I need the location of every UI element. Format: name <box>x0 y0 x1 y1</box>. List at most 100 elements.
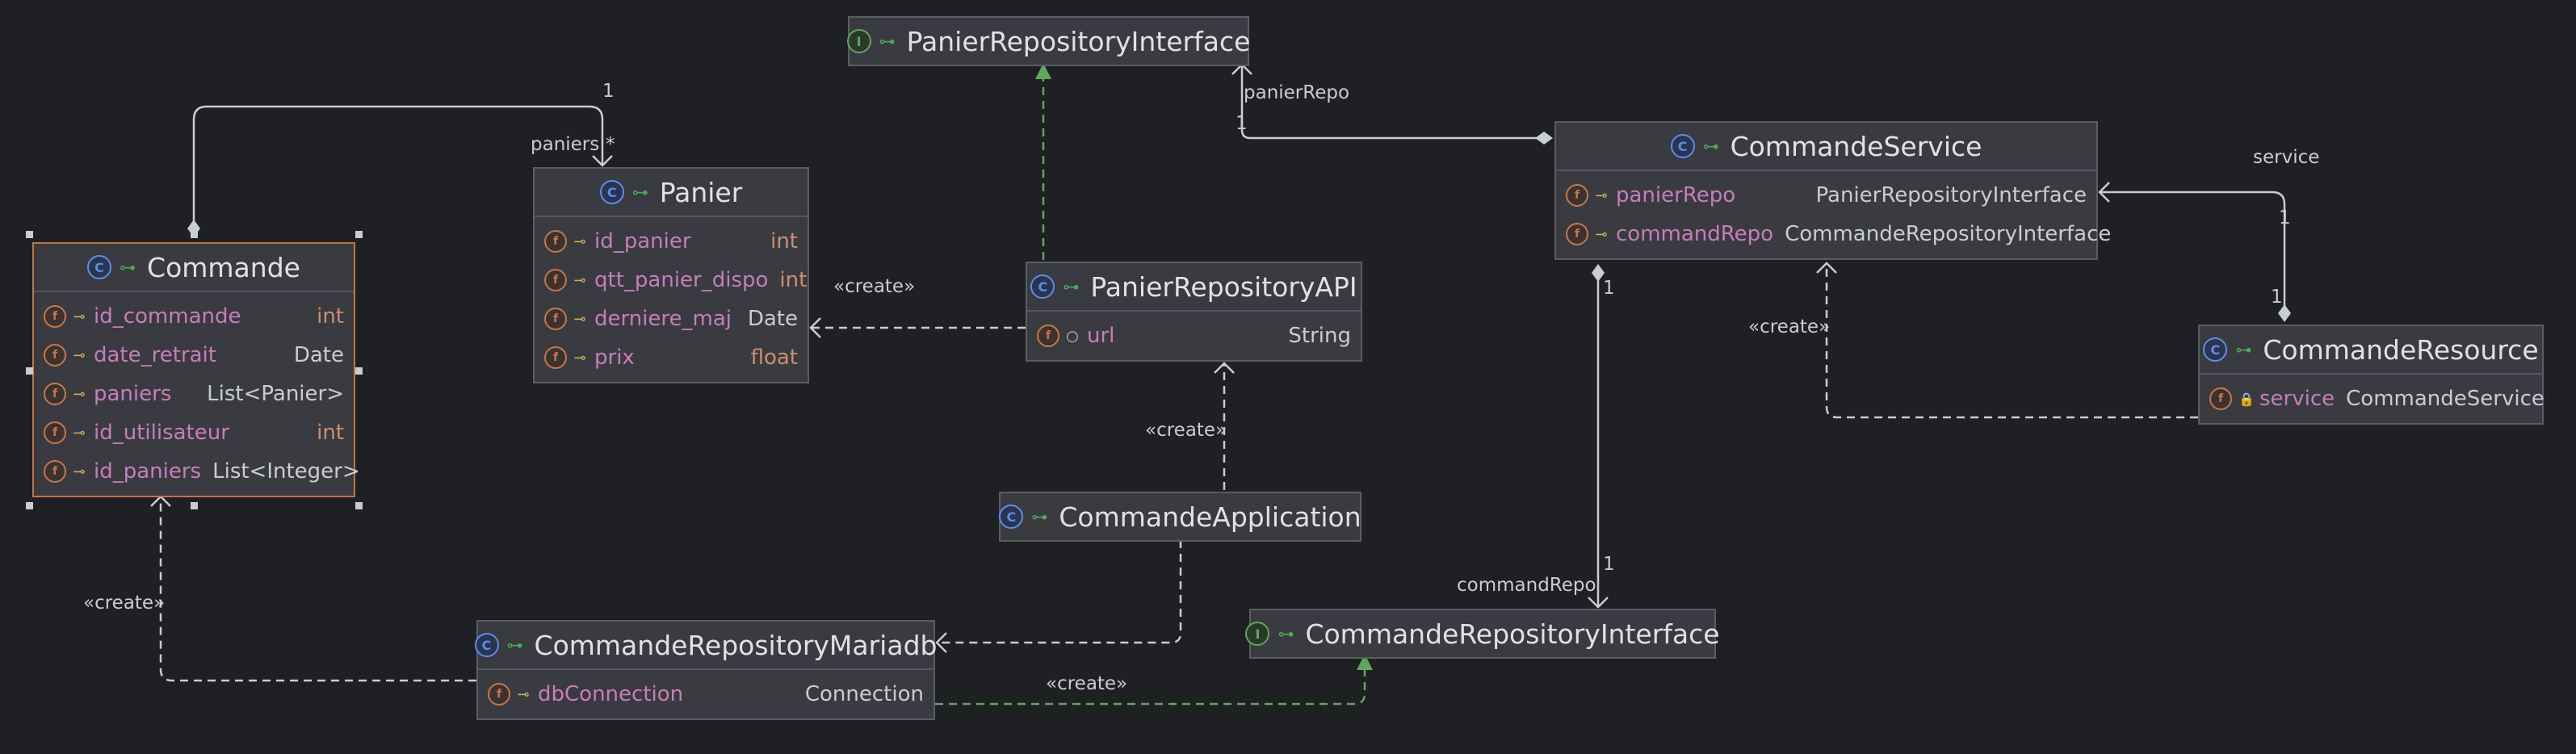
node-header[interactable]: I⊶PanierRepositoryInterface <box>846 18 1251 65</box>
uml-node-commandeApp[interactable]: C⊶CommandeApplication <box>999 492 1361 542</box>
arrow-head[interactable] <box>809 317 821 338</box>
role-label: commandRepo <box>1457 575 1596 596</box>
node-header[interactable]: C⊶CommandeRepositoryMariadb <box>474 622 937 670</box>
arrow-head[interactable] <box>592 155 613 167</box>
public-visibility-icon: ⊶ <box>1063 277 1080 296</box>
class-icon: C <box>999 505 1024 529</box>
selection-handle[interactable] <box>355 231 363 238</box>
public-visibility-icon: ⊶ <box>506 635 523 655</box>
node-header[interactable]: C⊶CommandeService <box>1556 123 2096 171</box>
uml-node-panierRepoIface[interactable]: I⊶PanierRepositoryInterface <box>846 16 1251 66</box>
field-name: id_panier <box>594 229 691 253</box>
multiplicity-label: 1 <box>2279 207 2291 228</box>
field-type: float <box>750 346 798 370</box>
multiplicity-label: 1 <box>1603 554 1615 575</box>
field-type: List<Panier> <box>207 382 344 406</box>
arrow-head[interactable] <box>1588 597 1609 609</box>
field-name: derniere_maj <box>594 307 732 331</box>
public-visibility-icon: ⊶ <box>1278 624 1294 643</box>
field-name: url <box>1087 324 1115 348</box>
field-name: id_commande <box>94 304 241 329</box>
uml-node-commandeRepoMariadb[interactable]: C⊶CommandeRepositoryMariadb f⊸dbConnectio… <box>474 620 937 720</box>
selection-handle[interactable] <box>191 502 198 509</box>
uml-node-commande[interactable]: C⊶Commande f ⊸ id_commande int f⊸date_retrait… <box>32 242 360 497</box>
key-icon: ⊸ <box>73 424 86 442</box>
public-visibility-icon: ⊶ <box>1031 507 1048 526</box>
role-label: paniers <box>531 134 600 155</box>
field-icon: f <box>44 421 66 444</box>
node-header[interactable]: C⊶CommandeResource <box>2200 326 2542 375</box>
field-name: id_paniers <box>94 459 202 484</box>
arrow-head[interactable] <box>935 632 947 653</box>
selection-handle[interactable] <box>355 502 363 509</box>
arrow-head[interactable] <box>2098 182 2110 203</box>
stereotype-label: «create» <box>1046 673 1128 694</box>
node-title: PanierRepositoryInterface <box>906 25 1251 57</box>
edge-create-app-mariadb[interactable] <box>937 540 1182 644</box>
field-type: int <box>317 304 344 329</box>
role-label: panierRepo <box>1244 82 1350 103</box>
field-type: PanierRepositoryInterface <box>1815 183 2087 207</box>
multiplicity-label: * <box>606 134 615 155</box>
edge-resource-service[interactable] <box>2100 191 2286 312</box>
uml-node-commandeRepoIface[interactable]: I⊶CommandeRepositoryInterface <box>1245 609 1720 659</box>
field-type: Connection <box>804 682 924 706</box>
arrow-head[interactable] <box>1214 362 1235 374</box>
key-icon: ⊸ <box>73 308 86 325</box>
selection-handle[interactable] <box>26 502 33 509</box>
node-header[interactable]: C⊶PanierRepositoryAPI <box>1027 263 1361 312</box>
edge-service-panierrepo[interactable] <box>1240 65 1545 140</box>
key-icon: ⊸ <box>573 271 586 289</box>
node-header[interactable]: I⊶CommandeRepositoryInterface <box>1245 610 1720 657</box>
interface-icon: I <box>1245 622 1270 646</box>
public-visibility-icon: ⊶ <box>2235 340 2252 359</box>
stereotype-label: «create» <box>833 276 916 297</box>
multiplicity-label: 1 <box>1236 113 1248 134</box>
aggregation-diamond <box>1535 132 1553 145</box>
field-name: id_utilisateur <box>94 421 229 445</box>
node-header[interactable]: C⊶Commande <box>34 244 354 292</box>
lock-icon: 🔒 <box>2238 391 2255 407</box>
node-title: CommandeService <box>1730 130 1982 162</box>
class-icon: C <box>1670 134 1695 158</box>
selection-handle[interactable] <box>26 367 33 375</box>
field-name: service <box>2259 387 2335 411</box>
role-label: service <box>2253 147 2320 168</box>
node-header[interactable]: C⊶CommandeApplication <box>999 493 1361 540</box>
class-icon: C <box>2203 337 2228 362</box>
edge-create-mariadb-commande[interactable] <box>159 496 476 682</box>
edge-commande-panier[interactable] <box>192 105 604 228</box>
selection-handle[interactable] <box>355 367 363 375</box>
arrow-head[interactable] <box>1816 262 1837 274</box>
selection-handle[interactable] <box>26 231 33 238</box>
field-icon: f <box>1566 184 1588 207</box>
edge-realization-commandrepo[interactable] <box>935 664 1366 706</box>
node-header[interactable]: C⊶Panier <box>535 169 808 217</box>
selection-handle[interactable] <box>191 231 198 238</box>
key-icon: ⊸ <box>573 232 586 250</box>
edge-create-resource-service[interactable] <box>1825 263 2198 419</box>
public-visibility-icon: ⊶ <box>631 182 648 202</box>
